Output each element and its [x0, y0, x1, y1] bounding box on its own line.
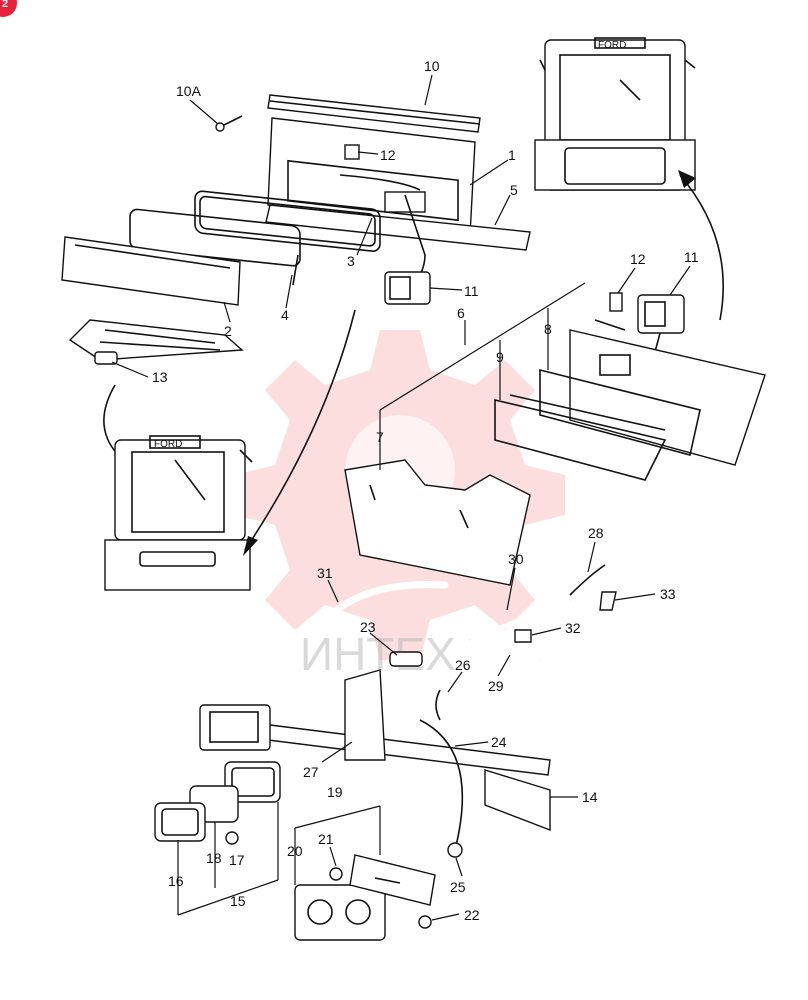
part-16-lens — [154, 802, 206, 842]
callout-6: 6 — [457, 305, 465, 321]
callout-33: 33 — [660, 586, 676, 602]
part-15-lamp-housing — [224, 761, 281, 803]
callout-11-right: 11 — [684, 249, 699, 265]
callout-11-upper: 11 — [464, 283, 479, 299]
part-8-panel-right — [569, 319, 766, 466]
part-31-tube — [321, 580, 449, 624]
callout-23: 23 — [360, 619, 376, 635]
callout-15: 15 — [230, 893, 246, 909]
arrow-to-top-cab — [679, 174, 724, 321]
callout-20: 20 — [287, 843, 303, 859]
callout-8: 8 — [544, 321, 552, 337]
callout-28: 28 — [588, 525, 604, 541]
part-32-clip — [514, 629, 532, 643]
callout-27: 27 — [303, 764, 319, 780]
callout-19: 19 — [327, 784, 343, 800]
leader-group-6 — [379, 282, 586, 470]
part-1-rear-panel — [267, 117, 476, 236]
cab-brand-left: FORD — [154, 439, 182, 450]
cab-top-right: FORD — [534, 37, 696, 191]
callout-22: 22 — [464, 907, 480, 923]
callout-1: 1 — [508, 147, 516, 163]
part-21-bulb — [329, 867, 343, 881]
corner-badge: 2 — [0, 0, 17, 17]
part-7-glass-right — [344, 459, 531, 586]
callout-10: 10 — [424, 58, 440, 74]
part-30-harness — [469, 597, 571, 662]
callout-25: 25 — [450, 879, 466, 895]
cab-brand-top: FORD — [598, 40, 626, 51]
callout-26: 26 — [455, 657, 471, 673]
callout-leaders — [111, 74, 691, 921]
callout-30: 30 — [508, 551, 524, 567]
part-20-lamp — [294, 884, 386, 941]
callout-9: 9 — [496, 349, 504, 365]
callout-17: 17 — [229, 852, 245, 868]
part-5-lower-strip — [265, 204, 531, 251]
callout-2: 2 — [224, 323, 232, 339]
part-22-bulb — [418, 915, 432, 929]
part-10-trim-bar — [267, 94, 481, 133]
part-9-seal-right — [494, 368, 701, 481]
part-4-seal — [129, 208, 301, 286]
arrow-panel-to-cab — [244, 309, 356, 551]
part-33-clip — [599, 591, 617, 611]
part-24-cable — [419, 719, 464, 858]
part-10a-screw — [215, 115, 243, 132]
part-11-lamp-upper — [384, 194, 431, 305]
lamp-left-rear — [199, 704, 271, 751]
corner-badge-text: 2 — [2, 0, 8, 10]
callout-10a: 10A — [176, 83, 202, 99]
callout-12-right: 12 — [630, 251, 646, 267]
callout-24: 24 — [491, 734, 507, 750]
callout-4: 4 — [281, 307, 289, 323]
leader-group-19 — [294, 805, 381, 885]
cab-bottom-left: FORD — [104, 435, 253, 591]
part-2-glass — [61, 236, 241, 306]
part-plate — [349, 854, 436, 906]
callout-5: 5 — [510, 182, 518, 198]
part-28-wire — [569, 564, 606, 596]
part-26-hook — [435, 689, 441, 721]
callout-3: 3 — [347, 253, 355, 269]
part-12-light-right — [609, 292, 623, 312]
part-13-grille — [68, 319, 244, 365]
callout-29: 29 — [488, 678, 504, 694]
callout-14: 14 — [582, 789, 598, 805]
callout-12-upper: 12 — [380, 147, 396, 163]
callout-labels: 10A 10 12 1 5 3 11 2 4 13 6 12 11 8 9 7 … — [152, 58, 699, 923]
part-11-lamp-right — [637, 294, 685, 369]
callout-7: 7 — [376, 429, 384, 445]
callout-16: 16 — [168, 873, 184, 889]
callout-13: 13 — [152, 369, 168, 385]
callout-18: 18 — [206, 850, 222, 866]
callout-21: 21 — [318, 831, 334, 847]
leader-group-15 — [177, 802, 279, 916]
arrow-head-panel-cab — [243, 536, 258, 556]
callout-31: 31 — [317, 565, 333, 581]
callout-32: 32 — [565, 620, 581, 636]
part-light-bar — [267, 669, 551, 832]
arrow-head-top-cab — [678, 170, 696, 188]
part-3-seal — [194, 190, 381, 252]
part-17-bulb — [225, 831, 239, 845]
part-23-clamp — [389, 651, 423, 667]
